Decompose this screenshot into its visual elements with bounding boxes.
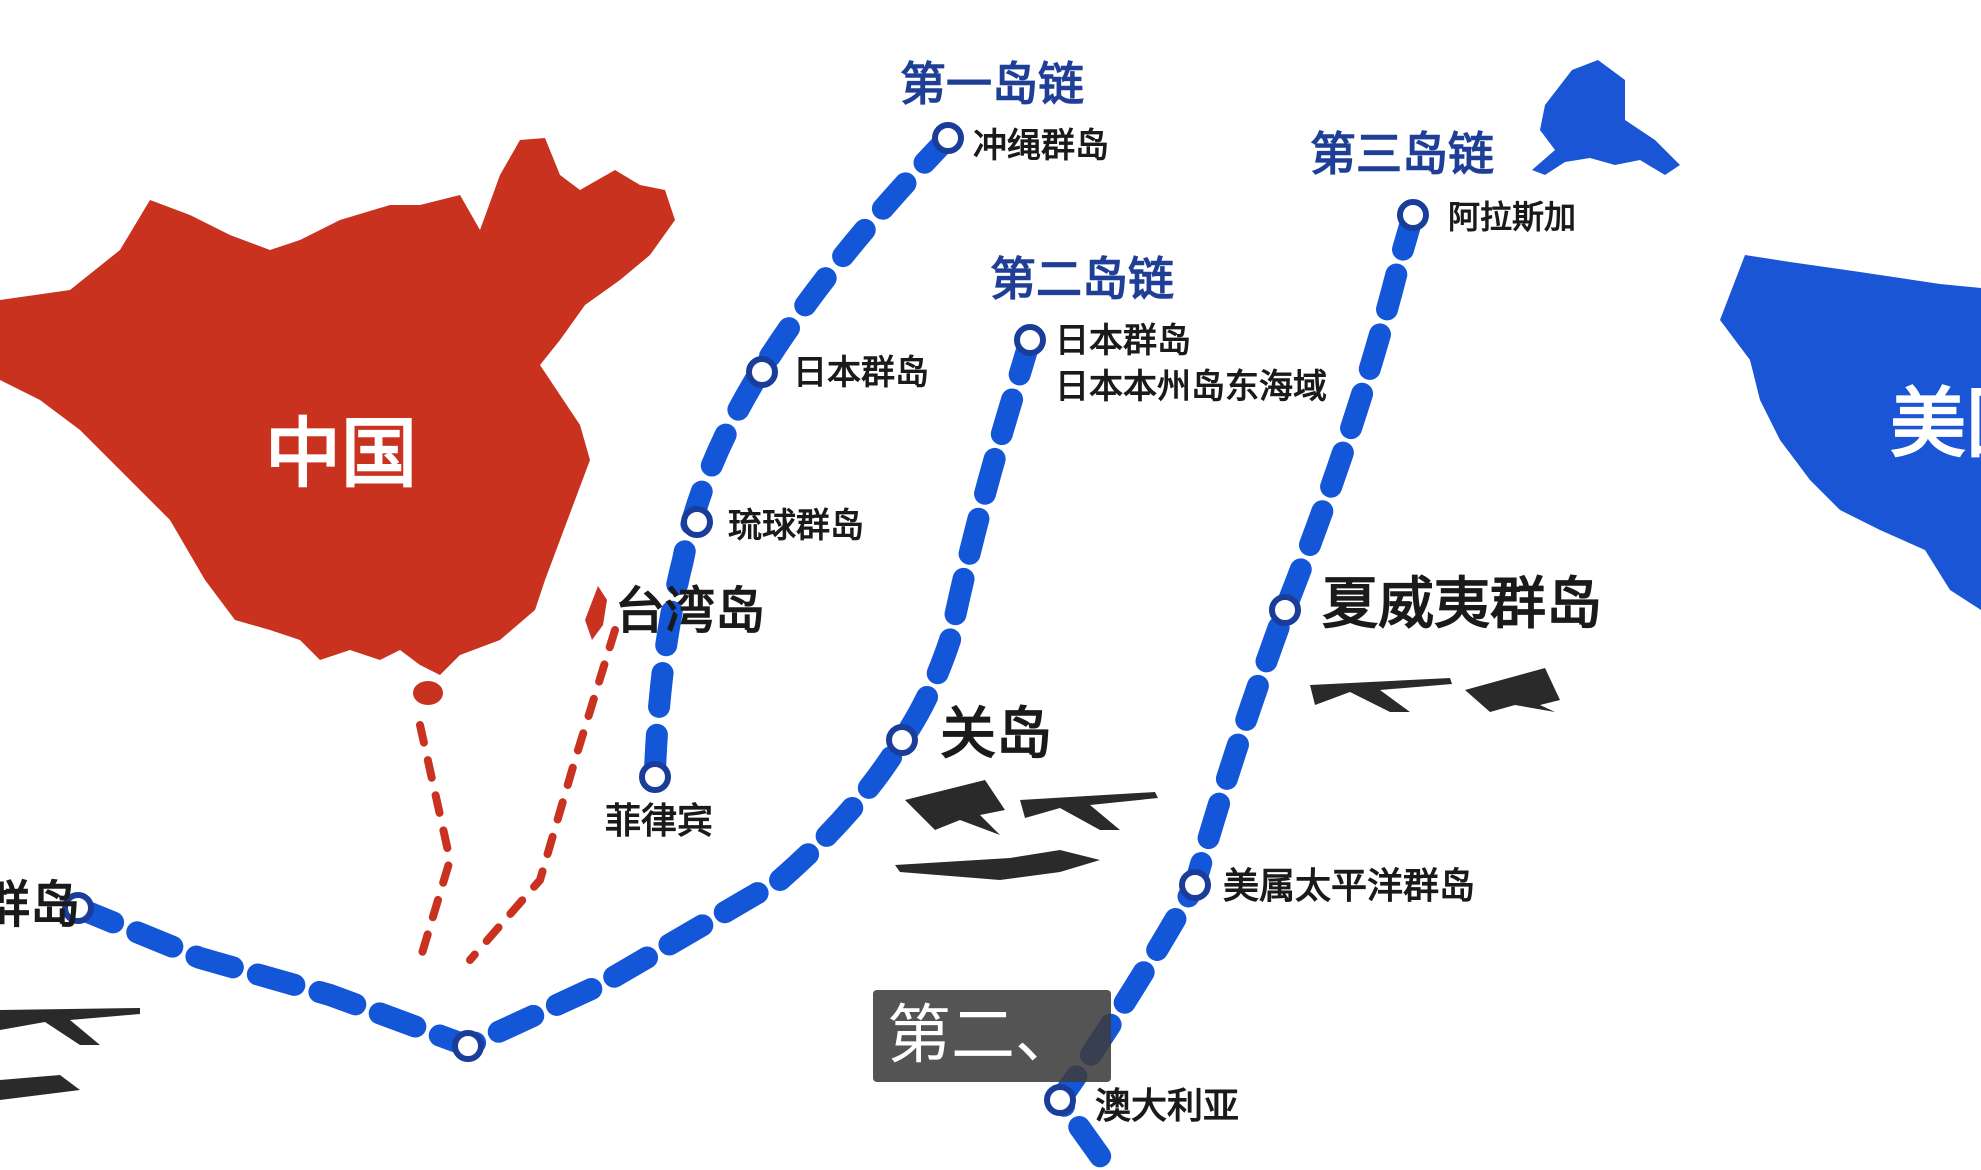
stop-markers <box>62 122 1429 1116</box>
third-chain-line <box>1046 204 1424 1170</box>
ryukyu-label: 琉球群岛 <box>728 506 864 546</box>
second-chain-line <box>891 329 1041 751</box>
guam-label: 关岛 <box>940 702 1052 767</box>
okinawa-label: 冲绳群岛 <box>973 126 1109 166</box>
taiwan-label: 台湾岛 <box>615 582 765 640</box>
stop-marker-1 <box>746 356 778 388</box>
red-route-west <box>416 721 455 964</box>
aircraft-group-west <box>0 1008 140 1100</box>
subtitle-text: 第二、 <box>887 999 1079 1073</box>
stop-marker-8 <box>1397 199 1429 231</box>
stop-marker-2 <box>681 506 713 538</box>
stop-marker-5 <box>452 1030 484 1062</box>
aircraft-group-hawaii <box>1310 668 1560 712</box>
aircraft-group-guam <box>895 780 1158 880</box>
philippines-label: 菲律宾 <box>605 801 713 842</box>
video-subtitle: 第二、 <box>873 990 1111 1082</box>
stop-marker-6 <box>1014 324 1046 356</box>
australia-label: 澳大利亚 <box>1095 1086 1239 1127</box>
japan-islands-label-2: 日本群岛 <box>1055 321 1191 361</box>
stop-marker-11 <box>1044 1084 1076 1116</box>
us-pacific-islands-label: 美属太平洋群岛 <box>1223 866 1475 907</box>
first-chain-line-south <box>67 729 913 1058</box>
red-route-east <box>466 626 619 964</box>
stop-marker-0 <box>932 122 964 154</box>
hainan-island <box>413 681 443 705</box>
stop-marker-10 <box>1179 869 1211 901</box>
taiwan-island-shape <box>585 586 607 640</box>
swept-wing-bomber-icon <box>895 850 1100 880</box>
china-landmass <box>0 138 675 675</box>
swept-wing-bomber-icon <box>0 1075 80 1100</box>
stop-marker-3 <box>639 761 671 793</box>
stop-marker-7 <box>886 724 918 756</box>
honshu-east-sea-label: 日本本州岛东海域 <box>1055 367 1327 407</box>
bomber-plane-icon <box>1020 792 1158 830</box>
first-chain-title: 第一岛链 <box>900 57 1084 111</box>
third-chain-title: 第三岛链 <box>1310 127 1494 181</box>
japan-islands-label-1: 日本群岛 <box>793 353 929 393</box>
stop-marker-9 <box>1269 594 1301 626</box>
first-chain-line-north <box>644 127 959 786</box>
china-label: 中国 <box>265 409 417 498</box>
red-route-lines <box>416 626 619 964</box>
hawaii-label: 夏威夷群岛 <box>1322 572 1602 637</box>
second-chain-title: 第二岛链 <box>990 252 1174 306</box>
stealth-bomber-icon <box>905 780 1005 835</box>
usa-label: 美国 <box>1890 379 1981 468</box>
stealth-bomber-icon <box>1465 668 1560 712</box>
alaska-landmass <box>1532 60 1680 175</box>
stop-marker-4 <box>62 892 94 924</box>
alaska-label: 阿拉斯加 <box>1448 198 1576 236</box>
indonesia-label: 印度尼西亚群岛 <box>0 876 80 934</box>
bomber-plane-icon <box>1310 678 1452 712</box>
island-chain-lines <box>67 127 1424 1170</box>
bomber-plane-icon <box>0 1008 140 1045</box>
usa-landmass <box>1720 255 1981 610</box>
